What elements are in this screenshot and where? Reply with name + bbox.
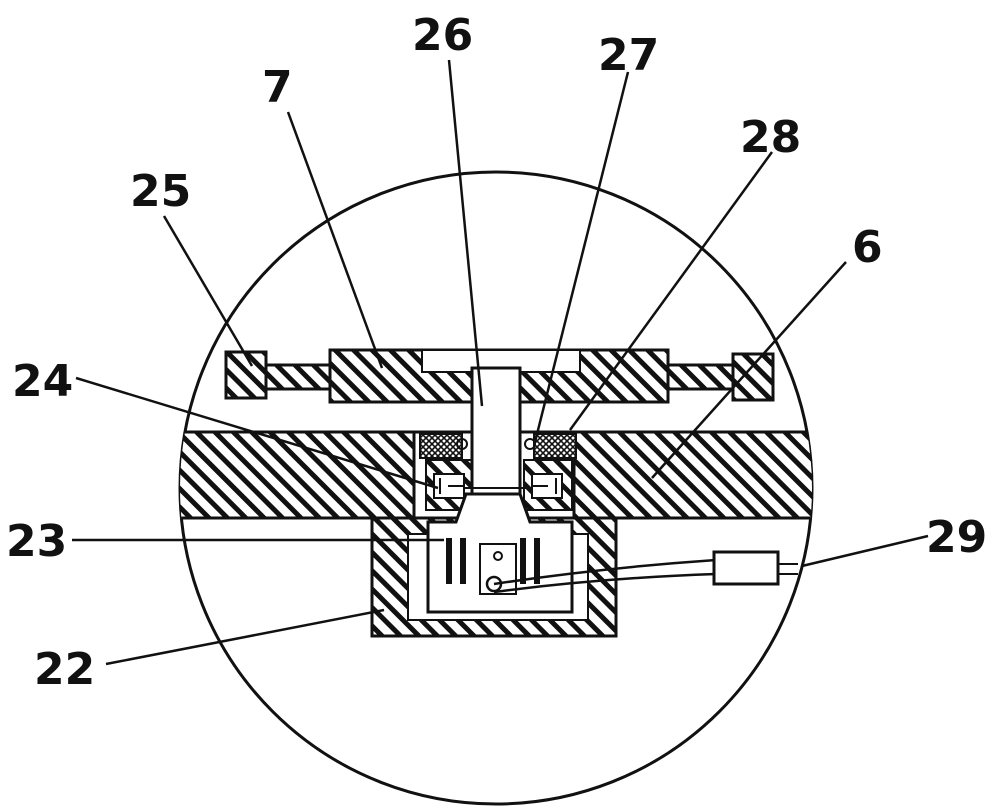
label-7: 7 [262,62,293,113]
label-24: 24 [12,356,73,407]
shaft-part-26 [464,368,528,494]
label-25: 25 [130,166,191,217]
label-27: 27 [598,30,659,81]
label-23: 23 [6,516,67,567]
label-6: 6 [852,222,883,273]
label-29: 29 [926,512,987,563]
label-22: 22 [34,644,95,695]
label-28: 28 [740,112,801,163]
label-26: 26 [412,10,473,61]
